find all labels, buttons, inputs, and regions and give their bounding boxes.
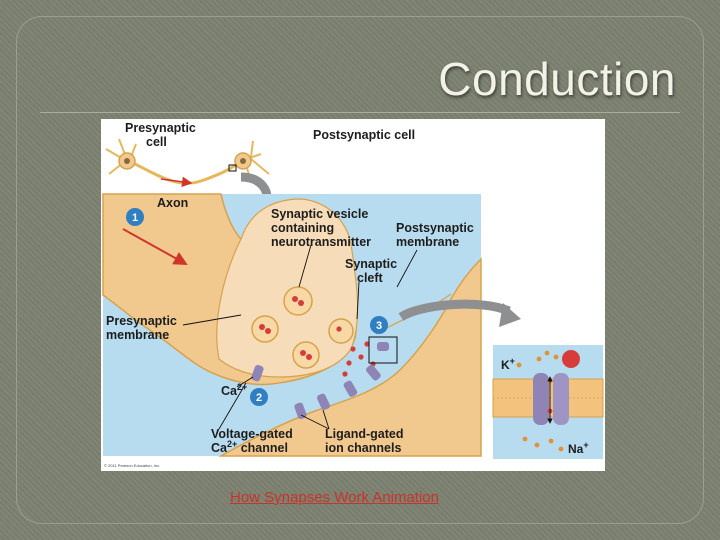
ligand-gated-channel (343, 380, 358, 397)
synapse-diagram: Presynaptic cell Postsynaptic cell (101, 119, 605, 471)
synaptic-vesicle (251, 315, 279, 343)
impulse-arrow-small (160, 176, 193, 188)
ion-channel-inset (492, 345, 604, 459)
action-potential-arrow (122, 228, 188, 265)
label-synaptic-vesicle-1: Synaptic vesicle (271, 207, 368, 221)
channel-subunit-left (533, 373, 549, 425)
label-voltage-gated-1: Voltage-gated (211, 427, 293, 441)
label-synaptic-vesicle-3: neurotransmitter (271, 235, 371, 249)
synapse-panel (102, 193, 482, 457)
label-synaptic-cleft-2: cleft (357, 271, 384, 285)
slide-frame (16, 16, 704, 524)
label-calcium-ion: Ca2+ (221, 382, 247, 398)
bound-neurotransmitter (562, 350, 580, 368)
channel-subunit-right (553, 373, 569, 425)
svg-text:3: 3 (376, 320, 382, 332)
ligand-gated-channel (366, 364, 381, 381)
ligand-gated-channel (294, 402, 307, 420)
label-sodium: Na+ (568, 440, 589, 456)
label-synaptic-cleft-1: Synaptic (345, 257, 397, 271)
step-badge-3: 3 (370, 316, 388, 334)
ligand-gated-channel (377, 342, 389, 351)
ligand-gated-channel (316, 393, 330, 410)
step-badge-2: 2 (250, 388, 268, 406)
label-synaptic-vesicle-2: containing (271, 221, 334, 235)
svg-text:2: 2 (256, 392, 262, 404)
animation-link[interactable]: How Synapses Work Animation (230, 489, 439, 506)
synaptic-vesicle (283, 286, 313, 316)
label-axon: Axon (157, 196, 188, 210)
neuron-overview (105, 138, 270, 188)
label-presynaptic-cell-1: Presynaptic (125, 121, 196, 135)
voltage-gated-channel (251, 364, 264, 382)
label-postsynaptic-membrane-2: membrane (396, 235, 459, 249)
label-presynaptic-cell-2: cell (146, 135, 167, 149)
zoom-box (368, 336, 398, 364)
svg-text:1: 1 (132, 212, 138, 224)
synaptic-vesicle (328, 318, 354, 344)
label-postsynaptic-cell: Postsynaptic cell (313, 128, 415, 142)
label-postsynaptic-membrane-1: Postsynaptic (396, 221, 474, 235)
zoom-arrow-2 (398, 299, 511, 321)
slide-title: Conduction (438, 53, 676, 105)
label-voltage-gated-2: Ca2+ channel (211, 439, 288, 455)
postsynaptic-dendrite (218, 257, 482, 457)
label-potassium: K+ (501, 356, 515, 372)
synaptic-vesicle (292, 341, 320, 369)
label-ligand-gated-2: ion channels (325, 441, 401, 455)
title-divider (40, 112, 680, 113)
step-badge-1: 1 (126, 208, 144, 226)
copyright-notice: © 2011 Pearson Education, Inc. (104, 463, 160, 468)
label-presynaptic-membrane-2: membrane (106, 328, 169, 342)
label-presynaptic-membrane-1: Presynaptic (106, 314, 177, 328)
label-ligand-gated-1: Ligand-gated (325, 427, 403, 441)
